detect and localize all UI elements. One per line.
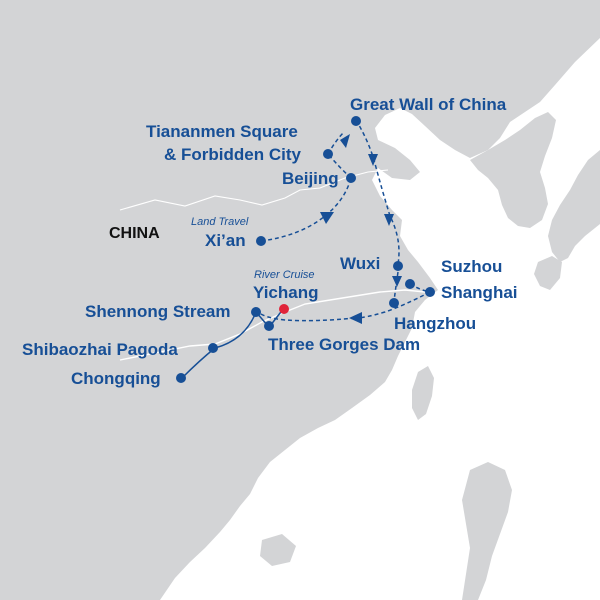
stop-label-wuxi: Wuxi: [340, 254, 381, 273]
arrow-icon: [392, 276, 402, 287]
stop-marker-shennong-stream[interactable]: [251, 307, 261, 317]
korea-peninsula-landmass: [470, 112, 556, 228]
japan-landmass: [548, 150, 600, 262]
stop-marker-three-gorges-dam[interactable]: [264, 321, 274, 331]
arrow-icon: [340, 134, 350, 148]
stop-label-forbidden-city: & Forbidden City: [164, 145, 301, 164]
stop-marker-forbidden-city[interactable]: [323, 149, 333, 159]
route-arrowheads: [320, 134, 402, 324]
stop-label-shibaozhai: Shibaozhai Pagoda: [22, 340, 178, 359]
stop-label-great-wall: Great Wall of China: [350, 95, 507, 114]
stop-label-tiananmen: Tiananmen Square: [146, 122, 298, 141]
stop-label-yichang: Yichang: [253, 283, 319, 302]
stop-label-hangzhou: Hangzhou: [394, 314, 477, 333]
stop-marker-hangzhou[interactable]: [389, 298, 399, 308]
stop-label-shanghai: Shanghai: [441, 283, 518, 302]
kyushu-landmass: [534, 256, 562, 290]
arrow-icon: [384, 214, 394, 226]
stop-marker-xian[interactable]: [256, 236, 266, 246]
river-cruise-label: River Cruise: [254, 269, 315, 281]
stop-label-beijing: Beijing: [282, 169, 339, 188]
taiwan-landmass: [412, 366, 434, 420]
stop-label-suzhou: Suzhou: [441, 257, 503, 276]
arrow-icon: [349, 312, 362, 324]
river-cruise-route: [257, 311, 356, 322]
land-travel-label: Land Travel: [191, 216, 249, 228]
stop-marker-shibaozhai[interactable]: [208, 343, 218, 353]
stop-marker-suzhou[interactable]: [405, 279, 415, 289]
arrow-icon: [320, 212, 334, 224]
hainan-landmass: [260, 534, 296, 566]
stop-marker-great-wall[interactable]: [351, 116, 361, 126]
stop-marker-shanghai[interactable]: [425, 287, 435, 297]
start-marker-yichang[interactable]: [279, 304, 289, 314]
stop-label-chongqing: Chongqing: [71, 369, 161, 388]
stop-marker-wuxi[interactable]: [393, 261, 403, 271]
stop-marker-beijing[interactable]: [346, 173, 356, 183]
arrow-icon: [368, 154, 378, 166]
country-label: CHINA: [109, 225, 160, 242]
stop-label-three-gorges-dam: Three Gorges Dam: [268, 335, 421, 354]
stop-label-shennong-stream: Shennong Stream: [85, 302, 231, 321]
stop-label-xian: Xi’an: [205, 231, 246, 250]
land-travel-route: [260, 215, 326, 242]
stop-marker-chongqing[interactable]: [176, 373, 186, 383]
route-great-wall-wuxi: [355, 119, 400, 265]
philippines-landmass: [462, 462, 512, 600]
route-wuxi-hangzhou: [393, 271, 399, 302]
